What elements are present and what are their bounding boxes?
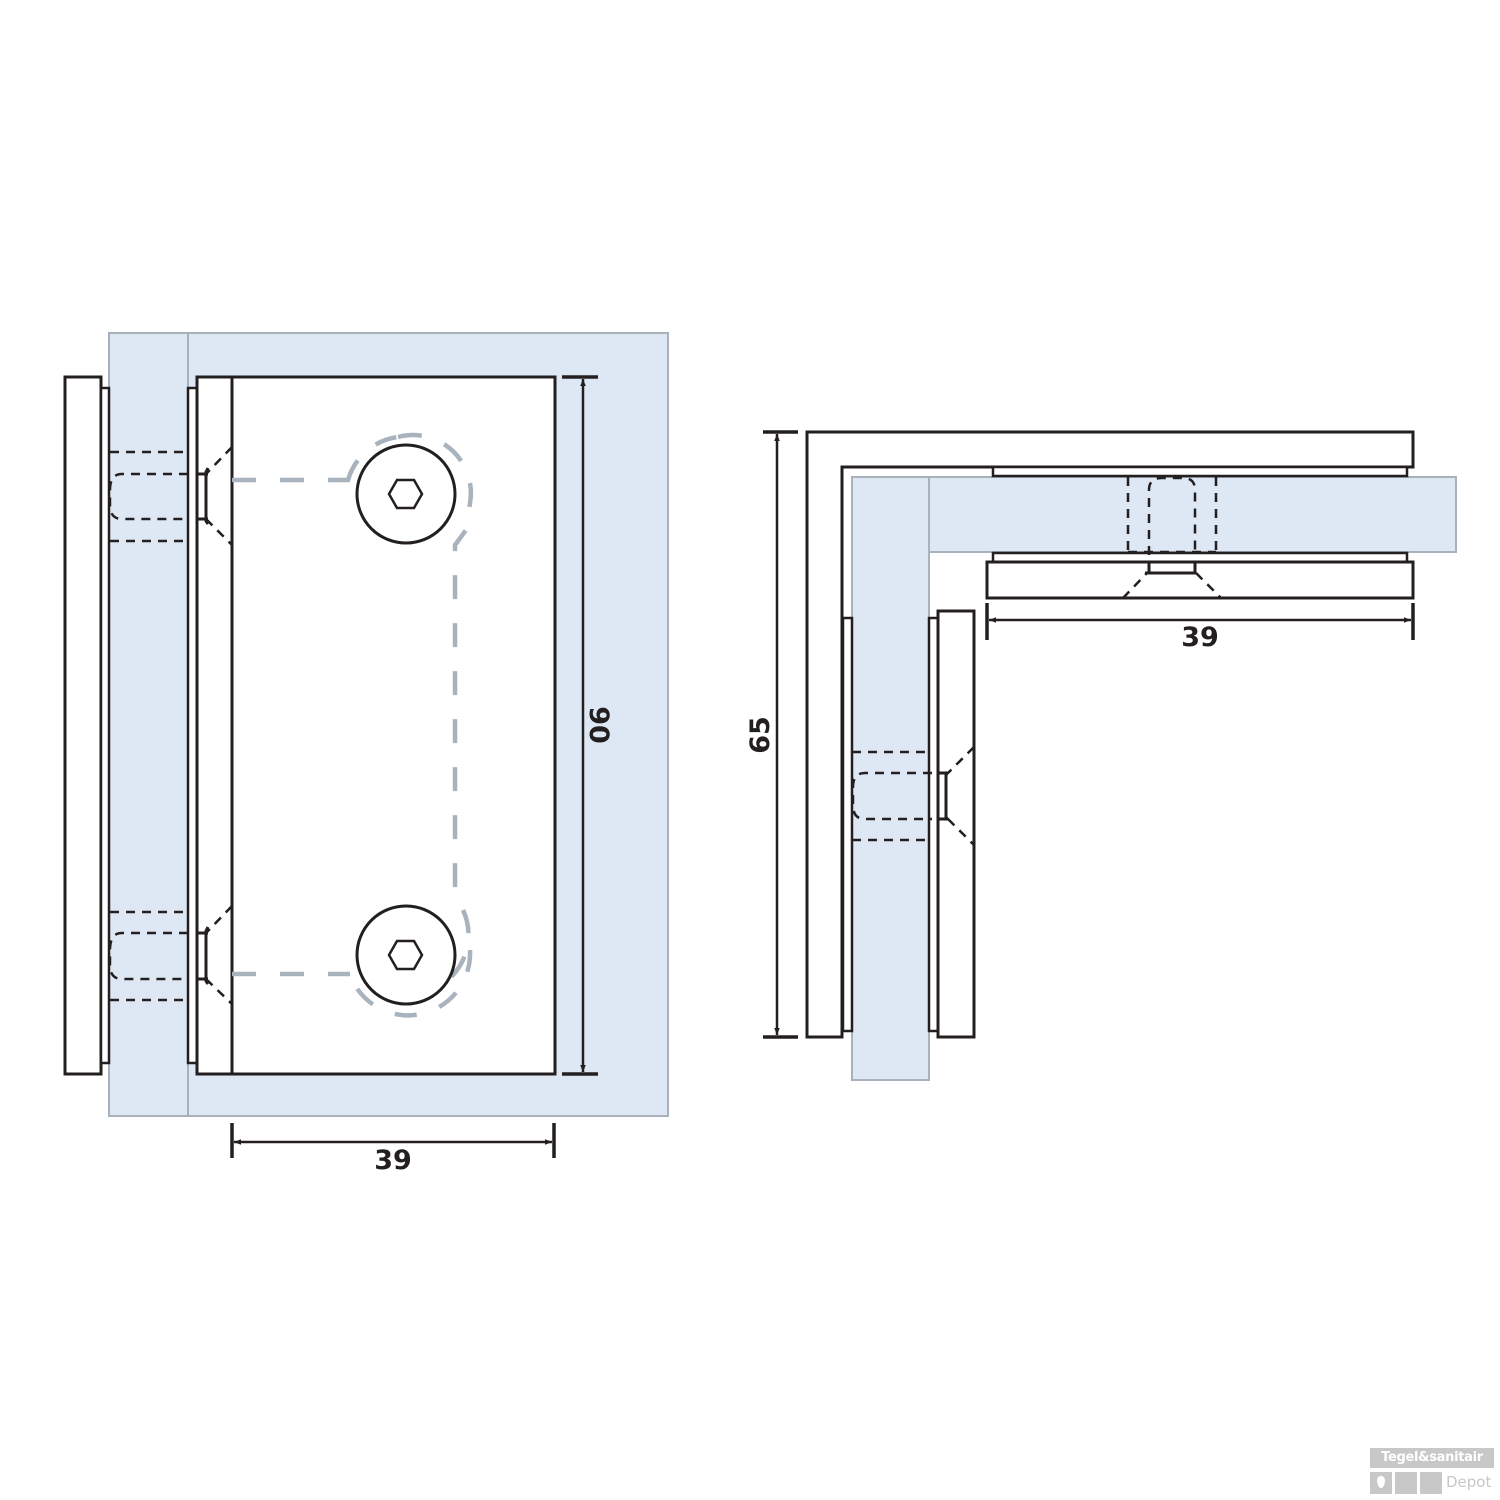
glass-panel-side bbox=[108, 332, 189, 1117]
horizontal-bolt-hidden bbox=[1122, 476, 1222, 600]
glass-panel-vertical bbox=[851, 476, 930, 1081]
screw-head-icon bbox=[355, 443, 457, 545]
tile-square-icon bbox=[1420, 1472, 1442, 1494]
watermark-depot-text: Depot bbox=[1446, 1473, 1492, 1491]
dimension-label-65: 65 bbox=[745, 716, 776, 754]
clamp-plate-vertical bbox=[936, 609, 976, 1039]
watermark-brand-name: Tegel&sanitair bbox=[1370, 1448, 1494, 1468]
hinge-body-outer bbox=[805, 430, 1415, 1039]
vertical-countersink bbox=[938, 771, 950, 821]
clamp-plate-horizontal bbox=[985, 560, 1415, 600]
top-view: 65 39 bbox=[745, 430, 1457, 1081]
lower-screw bbox=[355, 904, 457, 1006]
upper-countersink bbox=[197, 467, 210, 525]
glass-panel-horizontal bbox=[928, 476, 1457, 553]
back-plate bbox=[63, 375, 103, 1076]
upper-bolt-hidden bbox=[108, 446, 234, 546]
glass-cutout-arc-bottom bbox=[347, 949, 473, 1018]
hex-socket-icon bbox=[387, 478, 424, 510]
vertical-bolt-hidden bbox=[851, 746, 976, 846]
brand-watermark: Tegel&sanitair Depot bbox=[1368, 1446, 1498, 1498]
dimension-height-90: 90 bbox=[562, 375, 614, 1076]
gasket-left bbox=[841, 616, 854, 1033]
front-view: 90 39 bbox=[63, 332, 669, 1176]
glass-cutout-arc-top bbox=[345, 434, 399, 481]
gasket-top bbox=[991, 465, 1409, 478]
horizontal-countersink bbox=[1145, 562, 1197, 575]
hex-socket-icon bbox=[387, 939, 424, 971]
dimension-width-39-top: 39 bbox=[985, 603, 1415, 653]
tile-square-icon bbox=[1395, 1472, 1417, 1494]
dimension-label-39-front: 39 bbox=[374, 1145, 412, 1176]
lower-bolt-hidden bbox=[108, 905, 234, 1005]
back-gasket bbox=[99, 386, 111, 1065]
water-drop-icon bbox=[1370, 1472, 1392, 1494]
dimension-width-39-front: 39 bbox=[230, 1123, 556, 1176]
dimension-depth-65: 65 bbox=[745, 430, 798, 1039]
upper-screw bbox=[355, 443, 457, 545]
screw-head-icon bbox=[355, 904, 457, 1006]
lower-countersink bbox=[197, 926, 210, 985]
dimension-label-39-top: 39 bbox=[1181, 622, 1219, 653]
dimension-label-90: 90 bbox=[583, 706, 614, 744]
